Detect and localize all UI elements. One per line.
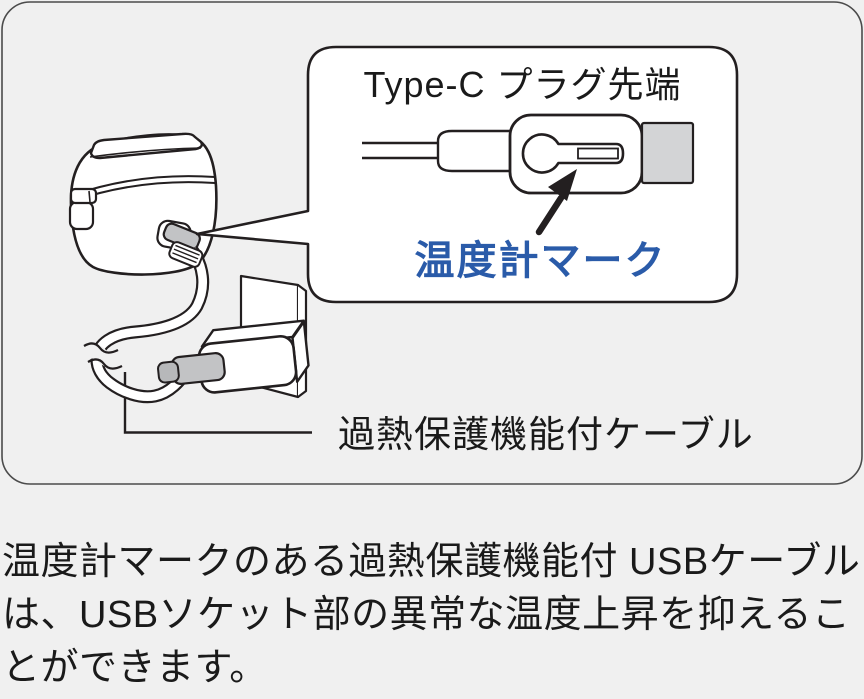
thermometer-mark-icon — [521, 133, 625, 174]
type-c-plug-diagram — [362, 113, 695, 236]
thermometer-mark-label: 温度計マーク — [414, 239, 667, 283]
figure-frame — [1, 1, 863, 485]
plug-metal-tip — [640, 121, 695, 185]
description-line: 温度計マークのある過熱保護機能付 USBケーブル — [2, 541, 861, 583]
cable-break-mark — [83, 342, 119, 354]
figure-box: Type-C プラグ先端 温度計マーク 過熱保護機能付ケーブル — [1, 1, 863, 485]
cable-collar — [157, 360, 180, 384]
plug-boot — [168, 241, 204, 268]
cable-break-mark — [87, 358, 123, 370]
device — [68, 132, 218, 276]
power-adapter — [157, 319, 310, 394]
description-line: は、USBソケット部の異常な温度上昇を抑えるこ — [2, 594, 851, 636]
device-lid — [89, 132, 204, 160]
arrow-up-right-icon — [535, 169, 577, 236]
cable-break-gap — [83, 344, 123, 368]
illustration — [1, 1, 863, 485]
callout-bubble — [195, 45, 739, 304]
usb-cable — [83, 241, 210, 404]
cable-label: 過熱保護機能付ケーブル — [338, 414, 754, 455]
description-line: とができます。 — [2, 647, 268, 689]
side-clip — [68, 187, 98, 231]
description-text: 温度計マークのある過熱保護機能付 USBケーブル は、USBソケット部の異常な温… — [2, 536, 860, 695]
bubble-title: Type-C プラグ先端 — [363, 64, 682, 105]
usb-a-connector — [170, 352, 226, 385]
